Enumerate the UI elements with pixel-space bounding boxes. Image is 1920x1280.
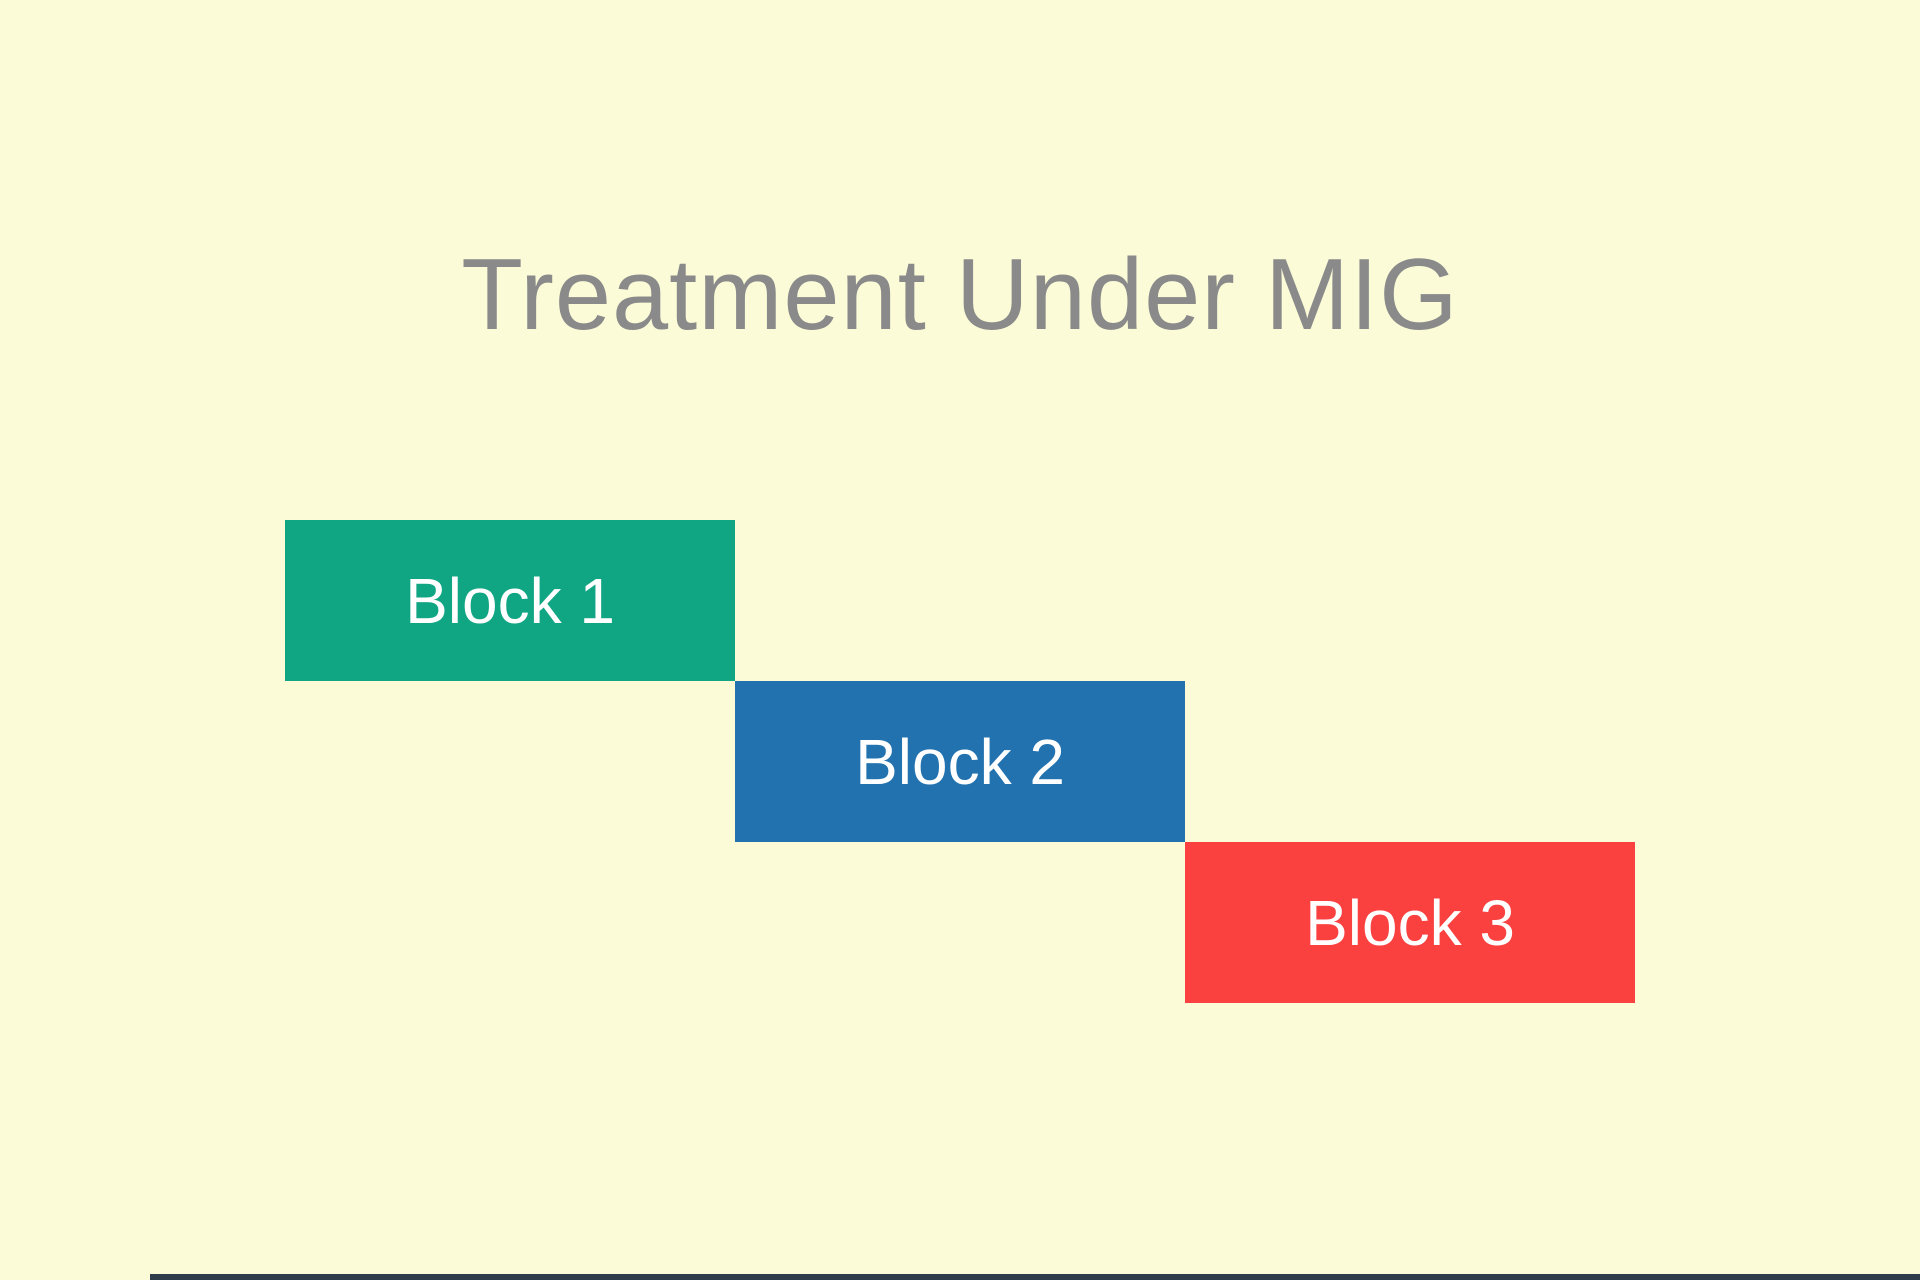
block-2: Block 2 — [735, 681, 1185, 842]
block-1: Block 1 — [285, 520, 735, 681]
block-3: Block 3 — [1185, 842, 1635, 1003]
block-2-label: Block 2 — [855, 725, 1065, 798]
slide-title: Treatment Under MIG — [461, 239, 1459, 351]
bottom-bar — [150, 1274, 1920, 1280]
block-3-label: Block 3 — [1305, 886, 1515, 959]
block-1-label: Block 1 — [405, 564, 615, 637]
